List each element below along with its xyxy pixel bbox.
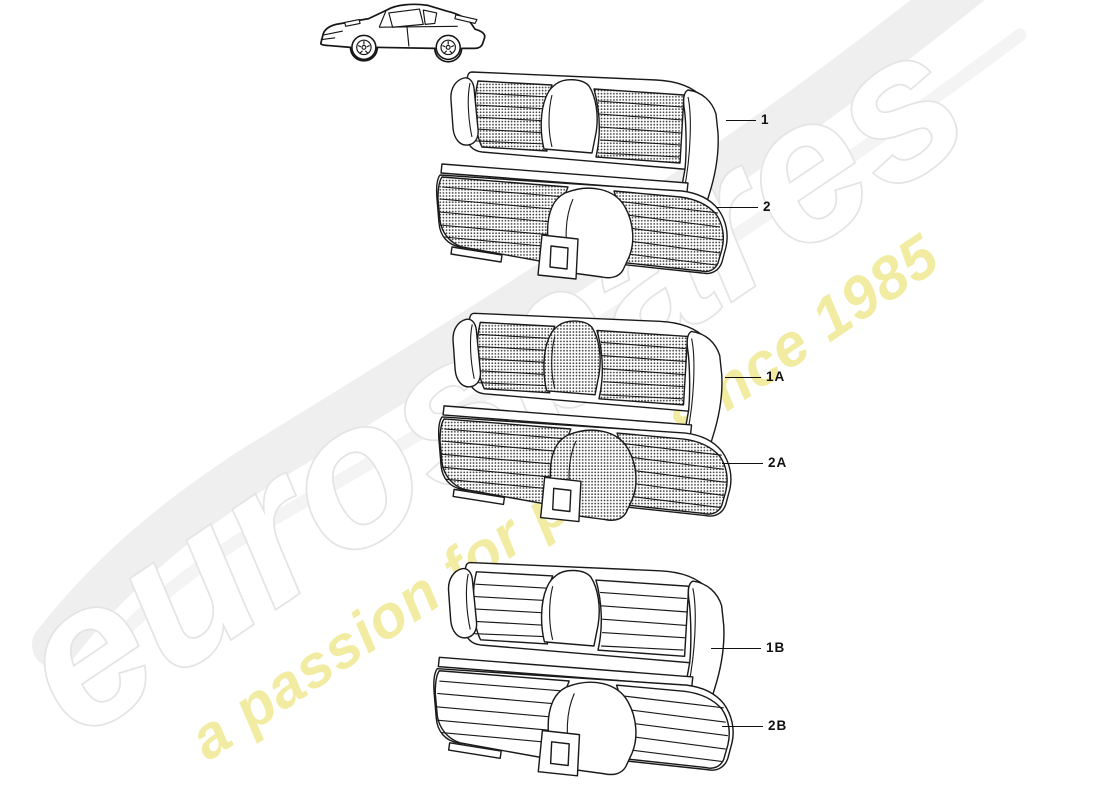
leader-line	[726, 119, 756, 121]
leader-line	[725, 376, 761, 378]
part-number-label: 2	[763, 199, 772, 214]
part-callout-backrest-b[interactable]: 1B	[711, 639, 785, 657]
part-number-label: 1A	[766, 369, 786, 384]
part-callout-cushion-a[interactable]: 2A	[722, 454, 787, 472]
seat-assembly-1b	[427, 560, 767, 800]
part-callout-cushion[interactable]: 2	[716, 198, 772, 216]
seat-assembly-1a	[432, 308, 764, 548]
leader-line	[711, 647, 761, 649]
swoosh-ribbon	[32, 0, 985, 668]
part-callout-cushion-b[interactable]: 2B	[722, 717, 787, 735]
part-number-label: 2A	[768, 455, 788, 470]
leader-line	[722, 462, 763, 464]
swoosh-ribbon-thin	[81, 28, 1027, 679]
leader-line	[722, 725, 763, 727]
part-number-label: 2B	[768, 718, 788, 733]
leader-line	[716, 206, 758, 208]
part-callout-backrest-a[interactable]: 1A	[725, 368, 785, 386]
part-number-label: 1B	[766, 640, 786, 655]
part-number-label: 1	[761, 112, 770, 127]
car-side-view-illustration	[319, 3, 486, 63]
seat-assembly-1	[430, 70, 760, 302]
part-callout-backrest[interactable]: 1	[726, 111, 770, 129]
